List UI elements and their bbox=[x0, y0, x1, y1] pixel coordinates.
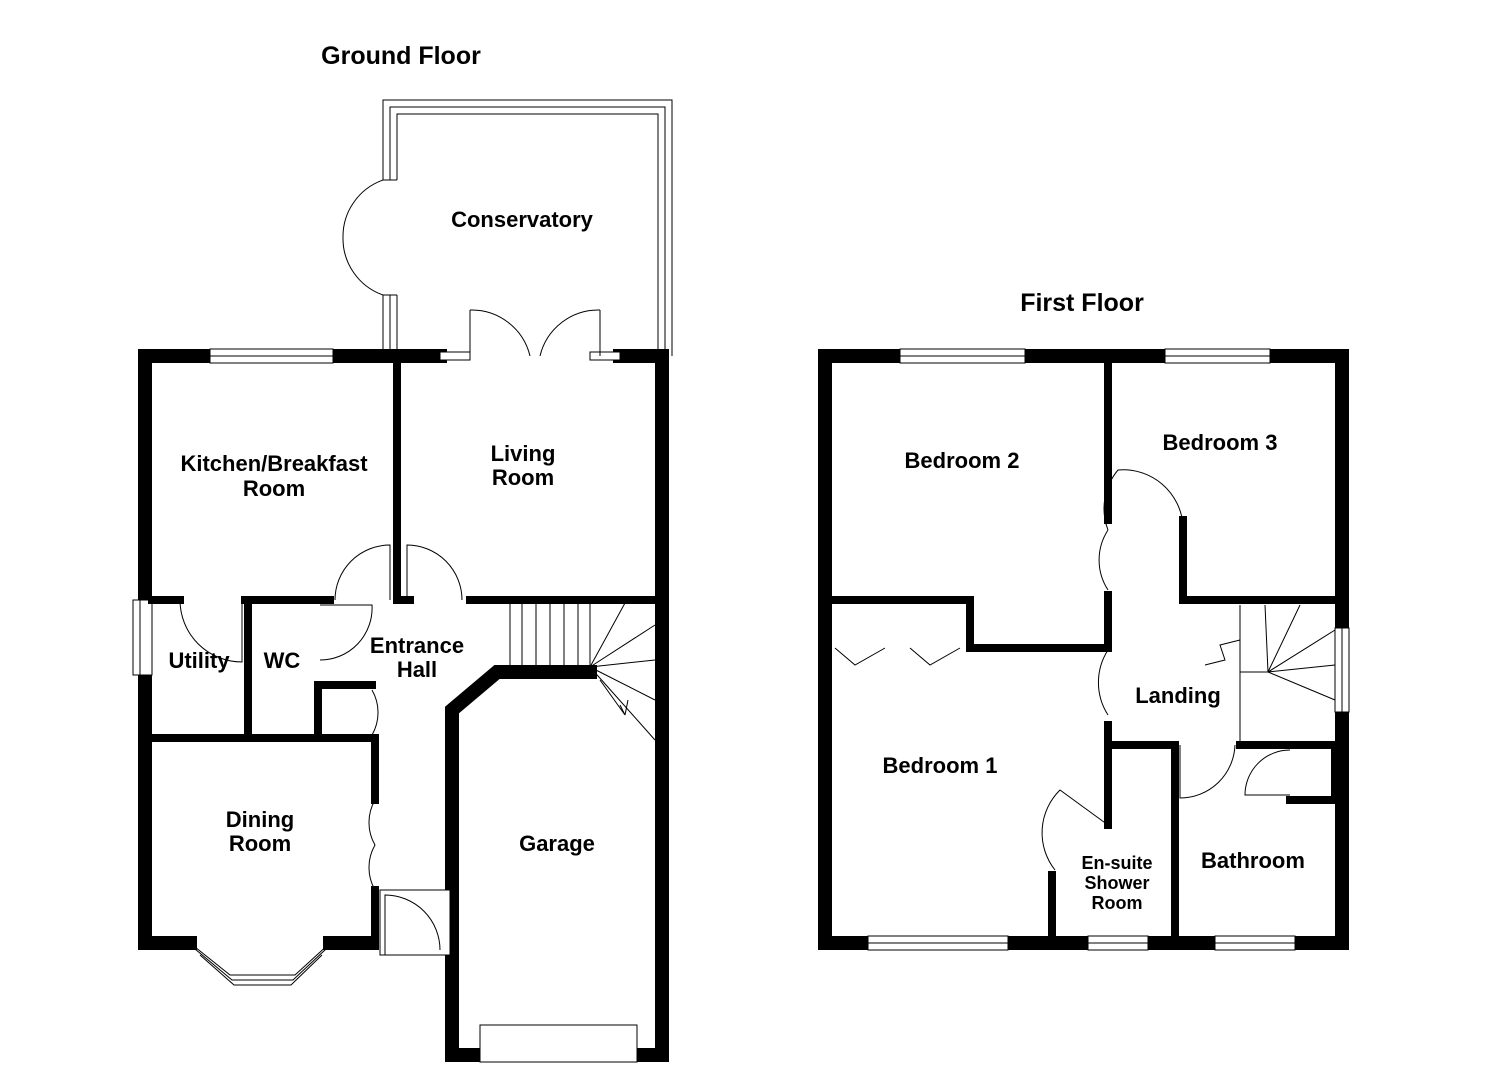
room-label-conservatory: Conservatory bbox=[451, 207, 594, 232]
room-label-living-2: Room bbox=[492, 465, 554, 490]
room-label-bedroom-3: Bedroom 3 bbox=[1163, 430, 1278, 455]
first-floor-plan: First Floor Bedroom 2 Bedroom 3 Landing … bbox=[818, 289, 1350, 951]
room-label-dining: Dining bbox=[226, 807, 294, 832]
utility-window bbox=[132, 599, 153, 676]
ground-outer-wall bbox=[138, 349, 669, 1062]
room-label-utility: Utility bbox=[168, 648, 230, 673]
room-label-entrance-hall-2: Hall bbox=[397, 657, 437, 682]
first-internal-walls bbox=[828, 356, 1342, 942]
conservatory-frame bbox=[342, 99, 673, 356]
ground-floor-title: Ground Floor bbox=[321, 42, 481, 70]
first-stairs bbox=[1204, 604, 1336, 745]
room-label-bathroom: Bathroom bbox=[1201, 848, 1305, 873]
room-label-landing: Landing bbox=[1135, 683, 1221, 708]
garage-door bbox=[479, 1024, 638, 1063]
room-label-ensuite: En-suite bbox=[1081, 853, 1152, 873]
front-door bbox=[379, 889, 451, 956]
room-label-ensuite-3: Room bbox=[1092, 893, 1143, 913]
ground-stairs bbox=[509, 602, 656, 741]
room-label-living: Living bbox=[491, 441, 556, 466]
ground-internal-walls bbox=[148, 356, 666, 947]
room-label-bedroom-1: Bedroom 1 bbox=[883, 753, 998, 778]
room-label-entrance-hall: Entrance bbox=[370, 633, 464, 658]
room-label-dining-2: Room bbox=[229, 831, 291, 856]
room-label-wc: WC bbox=[264, 648, 301, 673]
first-floor-title: First Floor bbox=[1020, 289, 1144, 317]
room-label-garage: Garage bbox=[519, 831, 595, 856]
ground-floor-plan: Ground Floor bbox=[132, 42, 673, 1063]
bay-window bbox=[189, 942, 331, 986]
room-label-bedroom-2: Bedroom 2 bbox=[905, 448, 1020, 473]
room-label-kitchen: Kitchen/Breakfast bbox=[180, 451, 368, 476]
room-label-ensuite-2: Shower bbox=[1084, 873, 1149, 893]
room-label-kitchen-2: Room bbox=[243, 476, 305, 501]
